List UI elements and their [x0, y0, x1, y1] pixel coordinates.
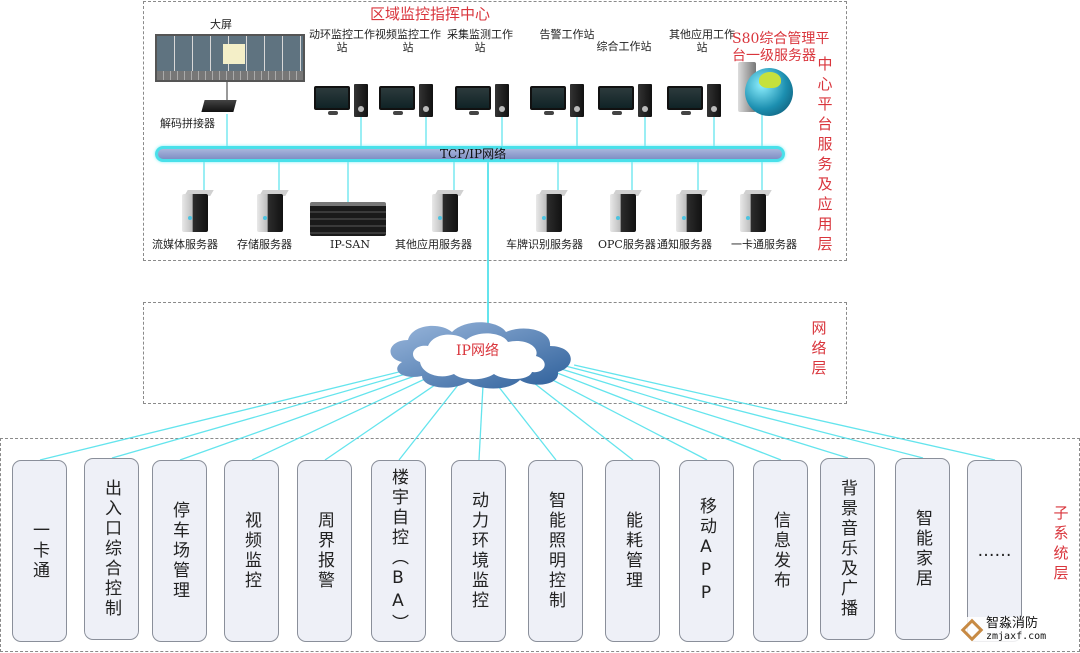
subsystem-box[interactable]: 动力环境监控 [451, 460, 506, 642]
cloud-label: IP网络 [456, 343, 499, 359]
platform-server-label-text: S80综合管理平台一级服务器 [732, 31, 830, 64]
subsystem-label: 停车场管理 [169, 501, 189, 601]
subsystem-box[interactable]: 视频监控 [224, 460, 279, 642]
center-layer-title: 区域监控指挥中心 [370, 5, 491, 23]
workstation-label: 动环监控工作站 [309, 28, 375, 54]
watermark-name: 智淼消防 [986, 616, 1039, 631]
subsystem-label: 信息发布 [770, 511, 790, 591]
subsystem-label: 智能照明控制 [545, 491, 565, 611]
subsystem-label: 智能家居 [912, 509, 932, 589]
subsystem-link [548, 364, 849, 459]
server-label: 存储服务器 [237, 238, 292, 251]
workstation-label: 采集监测工作站 [447, 28, 513, 54]
network-layer-side-label: 网络层 [811, 319, 827, 377]
workstation-label: 综合工作站 [596, 40, 652, 53]
workstation-icon [314, 84, 370, 118]
workstation-icon [667, 84, 723, 118]
globe-icon [745, 68, 793, 116]
subsystem-box[interactable]: 周界报警 [297, 460, 352, 642]
subsystem-box[interactable]: 停车场管理 [152, 460, 207, 642]
ip-san-icon [310, 202, 386, 236]
subsystem-layer-side-label: 子系统层 [1053, 504, 1069, 582]
subsystem-link [179, 369, 432, 461]
server-icon [257, 190, 289, 232]
subsystem-box[interactable]: 智能照明控制 [528, 460, 583, 642]
subsystem-link [39, 369, 408, 461]
cloud-icon [390, 322, 571, 389]
video-wall-icon [155, 34, 305, 82]
workstation-icon [379, 84, 435, 118]
center-layer-zone [143, 1, 847, 261]
platform-server-label: S80综合管理平台一级服务器 [732, 31, 832, 65]
server-label: OPC服务器 [598, 238, 656, 251]
subsystem-label: 能耗管理 [622, 511, 642, 591]
workstation-label: 告警工作站 [539, 28, 595, 41]
server-label: 流媒体服务器 [152, 238, 218, 251]
subsystem-label: 背景音乐及广播 [837, 479, 857, 619]
subsystem-link [251, 369, 445, 461]
server-icon [676, 190, 708, 232]
subsystem-link [523, 364, 708, 461]
subsystem-link [496, 384, 557, 461]
center-layer-side-label: 中心平台服务及应用层 [817, 55, 833, 253]
server-label: IP-SAN [330, 238, 370, 251]
watermark-logo-icon [960, 618, 984, 641]
server-icon [610, 190, 642, 232]
workstation-label: 视频监控工作站 [375, 28, 441, 54]
server-icon [536, 190, 568, 232]
decoder-label: 解码拼接器 [160, 117, 215, 130]
tcp-ip-bus-label: TCP/IP网络 [440, 147, 507, 161]
video-wall-label: 大屏 [210, 18, 232, 31]
subsystem-link [111, 369, 420, 459]
subsystem-link [573, 364, 996, 461]
decoder-icon [201, 100, 237, 112]
server-icon [740, 190, 772, 232]
workstation-icon [455, 84, 511, 118]
subsystem-box[interactable]: 能耗管理 [605, 460, 660, 642]
subsystem-box[interactable]: 一卡通 [12, 460, 67, 642]
tcp-ip-bus [155, 146, 785, 162]
watermark-site: zmjaxf.com [986, 631, 1047, 642]
subsystem-link [536, 364, 782, 461]
subsystem-label: 动力环境监控 [468, 491, 488, 611]
workstation-icon [530, 84, 586, 118]
workstation-label: 其他应用工作站 [669, 28, 735, 54]
watermark: 智淼消防 zmjaxf.com [960, 616, 1049, 642]
subsystem-label: 一卡通 [29, 521, 49, 581]
server-label: 车牌识别服务器 [506, 238, 583, 251]
workstation-icon [598, 84, 654, 118]
server-icon [182, 190, 214, 232]
server-label: 其他应用服务器 [395, 238, 472, 251]
subsystem-label: …… [977, 541, 1012, 561]
subsystem-link [561, 364, 924, 459]
network-layer-zone [143, 302, 847, 404]
subsystem-label: 周界报警 [314, 511, 334, 591]
server-label: 通知服务器 [657, 238, 712, 251]
subsystem-box[interactable]: 智能家居 [895, 458, 950, 640]
subsystem-box[interactable]: …… [967, 460, 1022, 642]
subsystem-box[interactable]: 背景音乐及广播 [820, 458, 875, 640]
subsystem-label: 移动APP [696, 496, 716, 606]
subsystem-box[interactable]: 出入口综合控制 [84, 458, 139, 640]
server-label: 一卡通服务器 [731, 238, 797, 251]
server-icon [432, 190, 464, 232]
subsystem-label: 视频监控 [241, 511, 261, 591]
subsystem-box[interactable]: 移动APP [679, 460, 734, 642]
subsystem-box[interactable]: 楼宇自控（BA） [371, 460, 426, 642]
subsystem-label: 出入口综合控制 [101, 479, 121, 619]
subsystem-label: 楼宇自控（BA） [388, 468, 408, 634]
subsystem-box[interactable]: 信息发布 [753, 460, 808, 642]
